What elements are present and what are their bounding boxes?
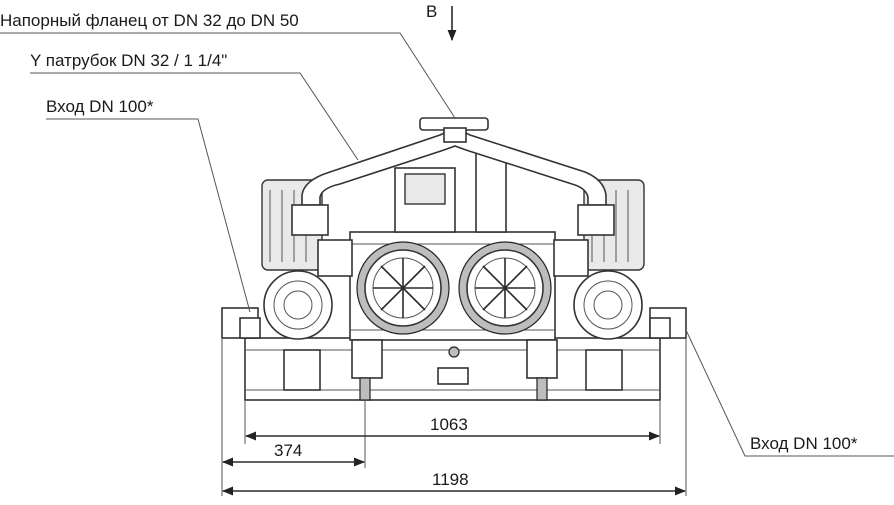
pressure-flange-label: Напорный фланец от DN 32 до DN 50	[0, 11, 299, 30]
pump-assembly	[221, 117, 687, 401]
pressure-flange	[419, 117, 489, 143]
inlet-left-leader	[46, 118, 251, 313]
view-marker-label: B	[426, 2, 437, 21]
inlet-right-leader	[685, 329, 894, 457]
dim-overall-width: 1198	[432, 470, 469, 489]
y-pipe-leader	[30, 72, 359, 161]
inlet-left-label: Вход DN 100*	[46, 97, 154, 116]
y-pipe	[291, 127, 615, 236]
left-inspection-window	[356, 241, 450, 335]
right-inspection-window	[458, 241, 552, 335]
pressure-flange-leader	[0, 32, 456, 119]
inlet-right-label: Вход DN 100*	[750, 434, 858, 453]
y-pipe-label: Y патрубок DN 32 / 1 1/4"	[30, 51, 227, 70]
dim-inner-width: 1063	[430, 415, 468, 434]
dim-offset: 374	[274, 441, 302, 460]
dimension-lines	[221, 338, 687, 496]
